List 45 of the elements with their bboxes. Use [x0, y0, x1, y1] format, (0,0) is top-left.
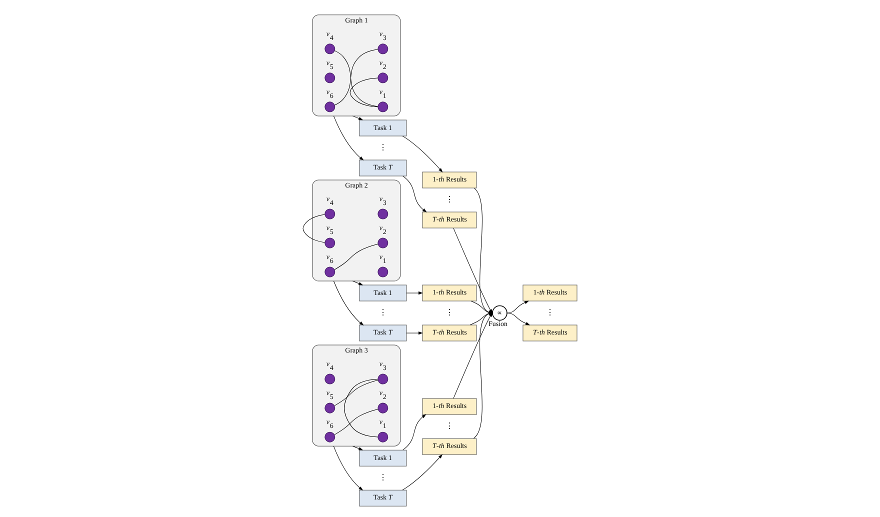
label: ⋮: [445, 421, 454, 430]
node-circle: [378, 44, 388, 54]
arrow: [506, 312, 530, 326]
label: ⋮: [378, 308, 387, 317]
label: ⋮: [378, 472, 387, 482]
node-circle: [378, 402, 388, 414]
node-circle: [324, 432, 336, 442]
label: ⋮: [546, 308, 554, 317]
node-circle: [378, 208, 388, 220]
connector: [350, 78, 378, 108]
connector: [334, 380, 378, 406]
label: ⋮: [378, 142, 387, 152]
arrow: [506, 300, 529, 314]
node-circle: [378, 72, 388, 84]
node-circle: [324, 102, 336, 112]
arrow: [402, 454, 442, 490]
arrow: [333, 446, 363, 490]
node-circle: [378, 374, 388, 384]
node-circle: [324, 44, 336, 54]
node-circle: [324, 238, 336, 248]
connector: [344, 378, 378, 438]
node-circle: [378, 432, 388, 442]
arrow: [352, 116, 363, 120]
arrow: [406, 292, 422, 294]
node-circle: [324, 374, 336, 384]
node-circle: [324, 208, 336, 220]
node-circle: [324, 266, 336, 278]
node-circle: [324, 402, 336, 414]
label: ⋮: [445, 194, 454, 204]
arrow: [402, 136, 442, 172]
node-circle: [378, 238, 388, 248]
connector: [334, 244, 378, 270]
label: ⋮: [445, 308, 454, 317]
arrow: [352, 280, 363, 286]
node-circle: [378, 266, 388, 278]
node-circle: [324, 72, 336, 84]
arrow: [352, 446, 363, 450]
connector: [302, 214, 325, 243]
arrow: [333, 280, 364, 326]
arrow: [402, 414, 426, 450]
node-circle: [378, 102, 388, 112]
arrow: [333, 116, 364, 160]
connector: [334, 408, 378, 435]
arrow: [406, 332, 422, 334]
arrow: [402, 176, 427, 212]
